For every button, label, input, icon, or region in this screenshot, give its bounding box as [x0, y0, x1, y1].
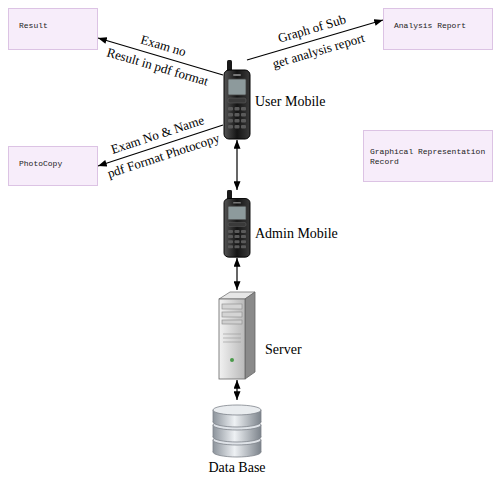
- icon-label: Admin Mobile: [255, 226, 338, 242]
- connector: [98, 125, 223, 166]
- connector: [247, 20, 383, 60]
- connector: [236, 140, 237, 190]
- output-box: Graphical Representation Record: [363, 130, 493, 182]
- connector: [98, 38, 223, 75]
- edge-label: Graph of Sub: [276, 13, 347, 46]
- server-tower-icon: [217, 290, 257, 380]
- edge-label: Exam No & Name: [109, 113, 206, 157]
- mobile-phone-icon: [223, 60, 251, 140]
- edge-note: Result in pdf format: [105, 45, 210, 88]
- icon-label: Data Base: [208, 460, 265, 476]
- icon-label: Server: [265, 342, 302, 358]
- box-label: PhotoCopy: [19, 159, 62, 169]
- output-box: Result: [8, 8, 98, 50]
- box-label: Result: [19, 21, 48, 31]
- edge-note: pdf Format Photocopy: [106, 131, 222, 181]
- database-cylinder: Data Base: [192, 400, 282, 476]
- mobile-phone-icon: [223, 190, 251, 258]
- icon-label: User Mobile: [255, 94, 325, 110]
- edge-label: Exam no: [139, 33, 188, 60]
- mobile-phone: Admin Mobile: [223, 190, 340, 258]
- server-tower: Server: [217, 290, 304, 380]
- database-cylinder-icon: [211, 400, 263, 458]
- connector: [236, 380, 237, 400]
- connector: [236, 258, 237, 290]
- edge-note: get analysis report: [271, 30, 366, 70]
- output-box: PhotoCopy: [8, 146, 98, 186]
- box-label: Analysis Report: [394, 21, 466, 31]
- box-label: Graphical Representation Record: [370, 147, 488, 167]
- output-box: Analysis Report: [383, 8, 493, 50]
- mobile-phone: User Mobile: [223, 60, 328, 140]
